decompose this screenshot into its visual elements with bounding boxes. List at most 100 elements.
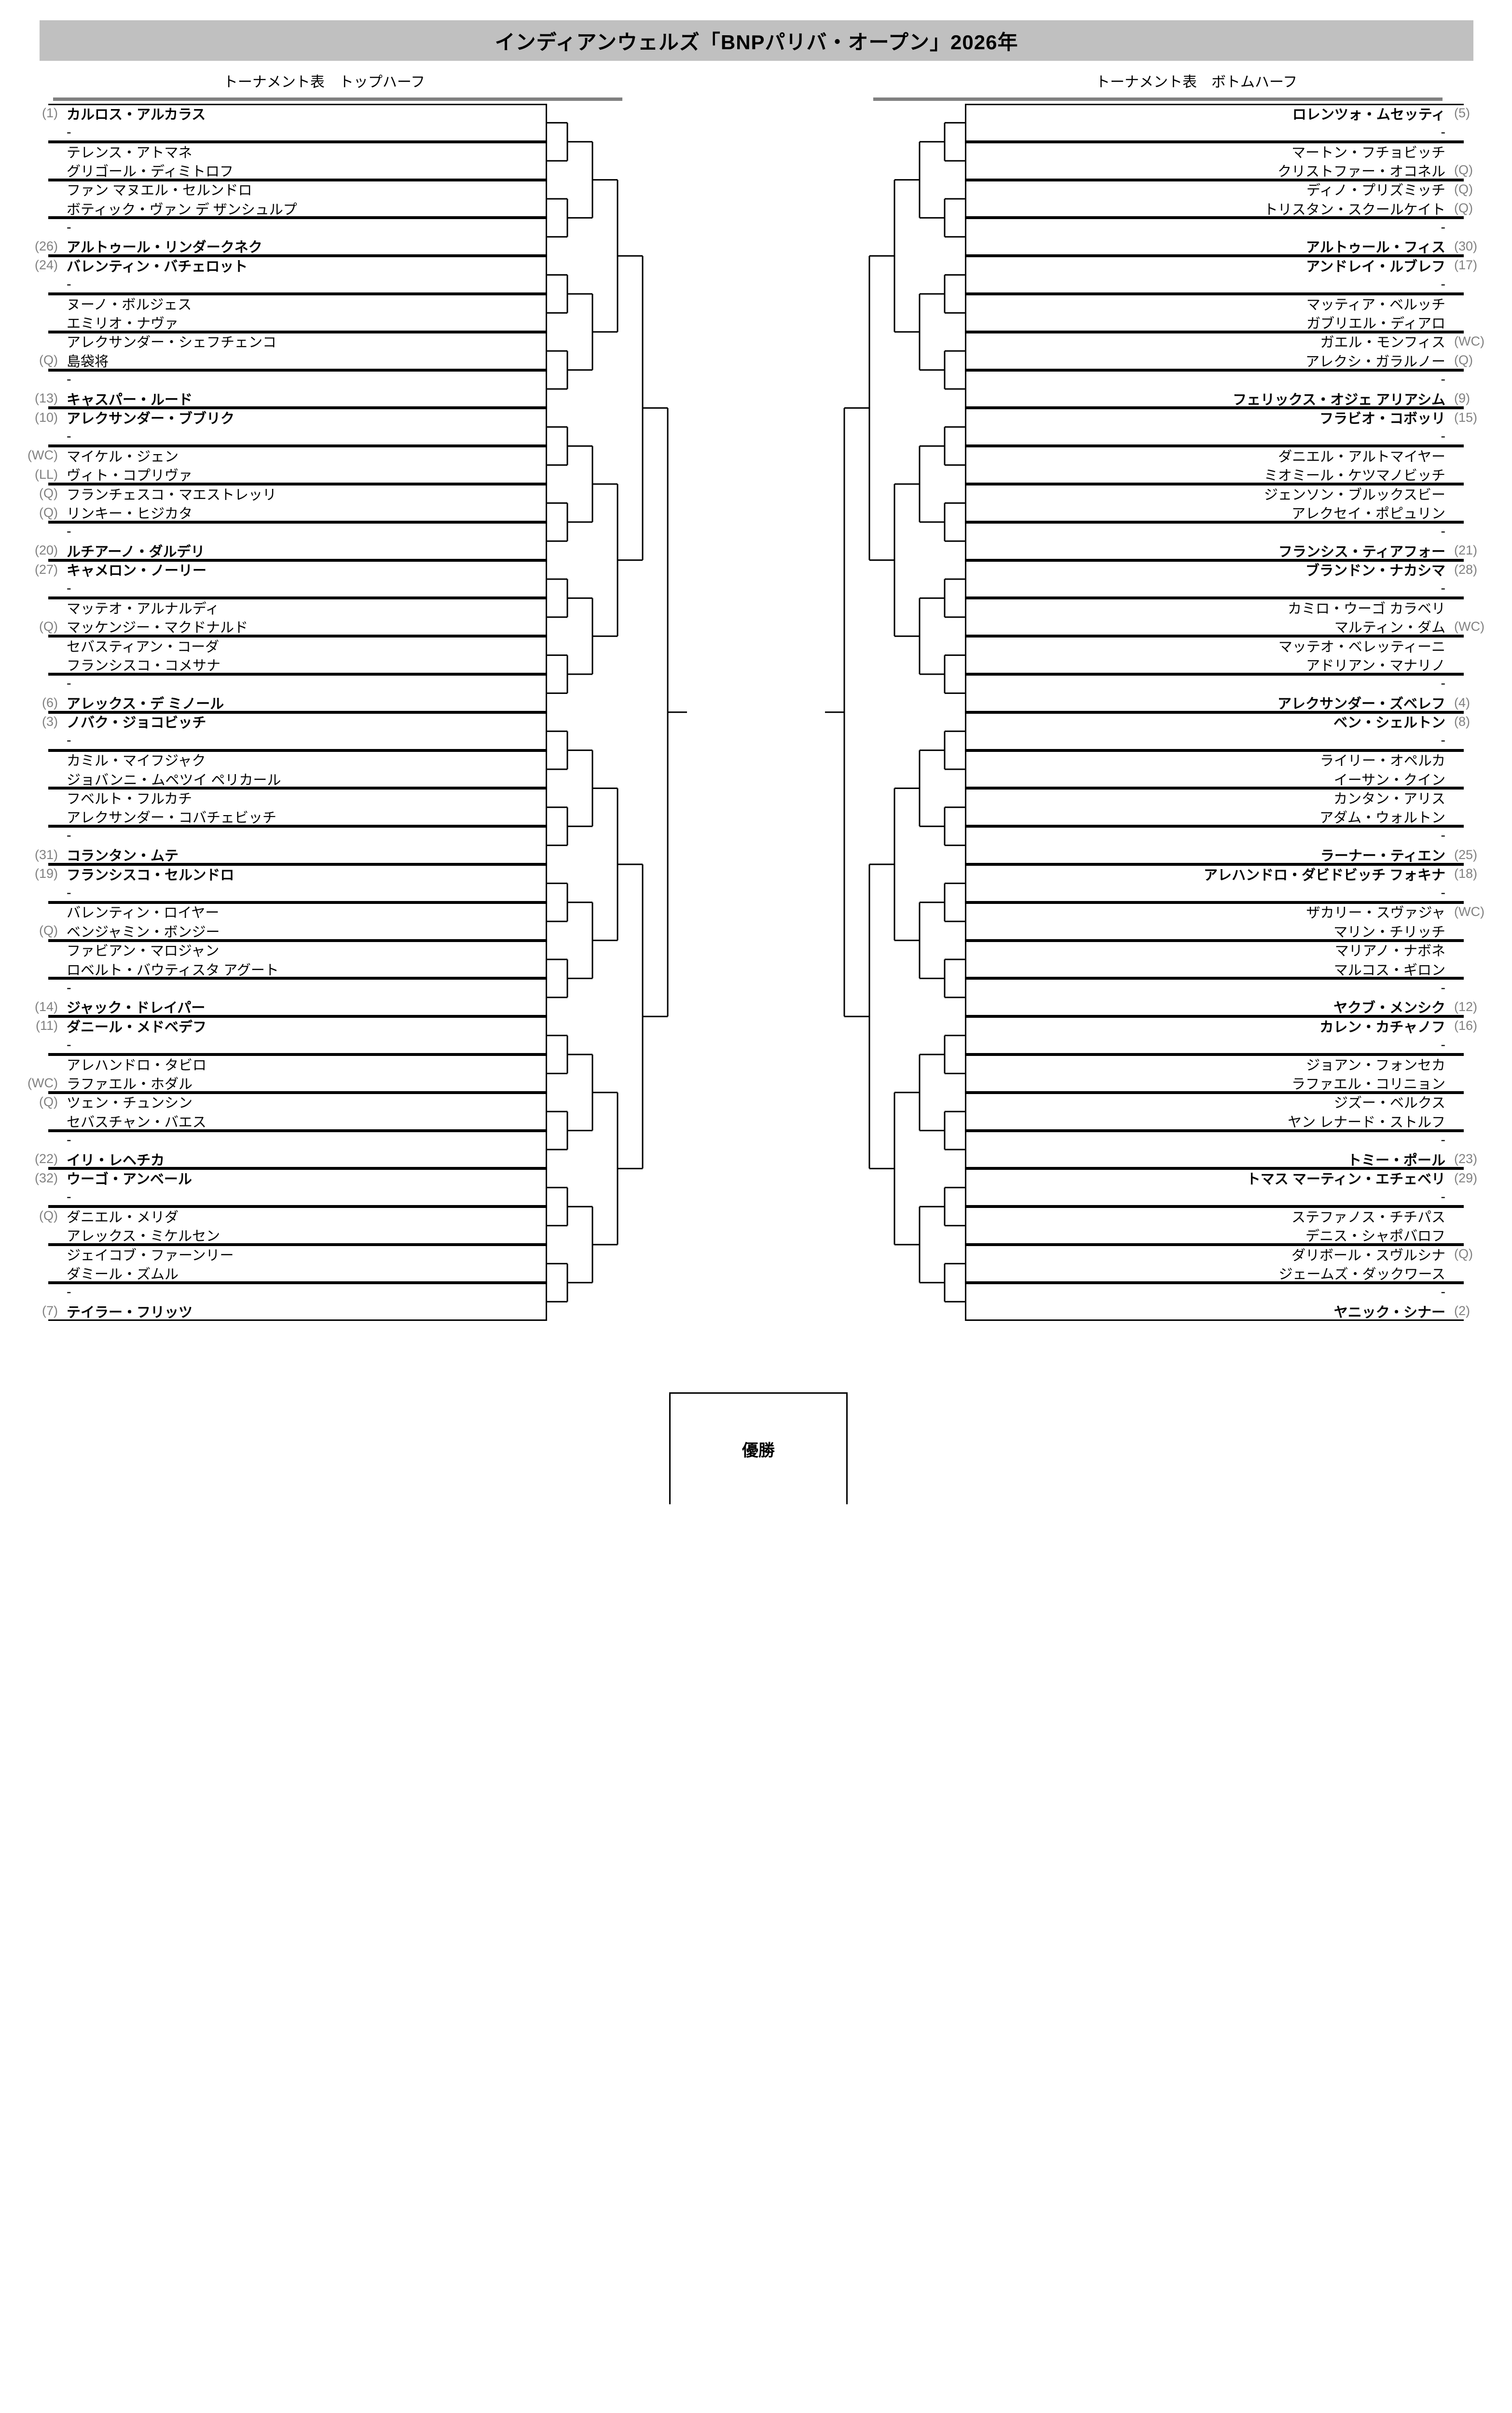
match-box[interactable]: (32)ウーゴ・アンベール- [0,1168,656,1207]
player-row[interactable]: ダニエル・アルトマイヤー [856,446,1512,465]
player-row[interactable]: ジョアン・フォンセカ [856,1054,1512,1073]
player-row[interactable]: イーサン・クイン [856,769,1512,788]
player-row[interactable]: - [0,674,656,693]
player-row[interactable]: (4)アレクサンダー・ズベレフ [856,693,1512,712]
player-row[interactable]: - [0,1283,656,1302]
match-box[interactable]: -(23)トミー・ポール [856,1130,1512,1169]
match-box[interactable]: ファン マヌエル・セルンドロボティック・ヴァン デ ザンシュルプ [0,180,656,218]
player-row[interactable]: (6)アレックス・デ ミノール [0,693,656,712]
player-row[interactable]: (Q)ダニエル・メリダ [0,1206,656,1225]
player-row[interactable]: - [856,731,1512,750]
player-row[interactable]: - [0,370,656,389]
player-row[interactable]: ヌーノ・ボルジェス [0,294,656,313]
player-row[interactable]: ジョバンニ・ムペツイ ペリカール [0,769,656,788]
player-row[interactable]: - [0,522,656,541]
player-row[interactable]: アドリアン・マナリノ [856,655,1512,674]
player-row[interactable]: ラファエル・コリニョン [856,1073,1512,1092]
player-row[interactable]: (27)キャメロン・ノーリー [0,560,656,579]
player-row[interactable]: - [0,883,656,902]
match-box[interactable]: アレクサンダー・シェフチェンコ(Q)島袋将 [0,332,656,370]
player-row[interactable]: (25)ラーナー・ティエン [856,846,1512,864]
player-row[interactable]: - [0,275,656,294]
player-row[interactable]: (Q)フランチェスコ・マエストレッリ [0,484,656,503]
player-row[interactable]: - [856,522,1512,541]
match-box[interactable]: テレンス・アトマネグリゴール・ディミトロフ [0,141,656,180]
match-box[interactable]: (15)フラビオ・コボッリ- [856,408,1512,446]
match-box[interactable]: -(21)フランシス・ティアフォー [856,522,1512,560]
player-row[interactable]: (7)テイラー・フリッツ [0,1302,656,1320]
match-box[interactable]: ライリー・オペルカイーサン・クイン [856,750,1512,789]
player-row[interactable]: - [856,826,1512,845]
player-row[interactable]: バレンティン・ロイヤー [0,902,656,921]
player-row[interactable]: カンタン・アリス [856,788,1512,807]
player-row[interactable]: (12)ヤクブ・メンシク [856,998,1512,1016]
player-row[interactable]: マリン・チリッチ [856,921,1512,940]
match-box[interactable]: (Q)ダニエル・メリダアレックス・ミケルセン [0,1206,656,1245]
match-box[interactable]: (Q)ツェン・チュンシンセバスチャン・バエス [0,1092,656,1131]
player-row[interactable]: (Q)トリスタン・スクールケイト [856,199,1512,218]
match-box[interactable]: ヌーノ・ボルジェスエミリオ・ナヴァ [0,293,656,332]
match-box[interactable]: (WC)マイケル・ジェン(LL)ヴィト・コプリヴァ [0,446,656,484]
player-row[interactable]: ヤン レナード・ストルフ [856,1111,1512,1130]
match-box[interactable]: マートン・フチョビッチ(Q)クリストファー・オコネル [856,141,1512,180]
match-box[interactable]: マッテオ・アルナルディ(Q)マッケンジー・マクドナルド [0,598,656,637]
match-box[interactable]: マリアノ・ナボネマルコス・ギロン [856,940,1512,979]
player-row[interactable]: - [0,579,656,598]
match-box[interactable]: (WC)ガエル・モンフィス(Q)アレクシ・ガラルノー [856,332,1512,370]
player-row[interactable]: (WC)ガエル・モンフィス [856,332,1512,351]
match-box[interactable]: -(20)ルチアーノ・ダルデリ [0,522,656,560]
player-row[interactable]: - [0,1188,656,1206]
match-box[interactable]: ステファノス・チチパスデニス・シャポバロフ [856,1206,1512,1245]
match-box[interactable]: (Q)ディノ・プリズミッチ(Q)トリスタン・スクールケイト [856,180,1512,218]
player-row[interactable]: アレクサンダー・コバチェビッチ [0,807,656,826]
player-row[interactable]: - [856,218,1512,236]
match-box[interactable]: カンタン・アリスアダム・ウォルトン [856,788,1512,827]
player-row[interactable]: アレクセイ・ポピュリン [856,503,1512,522]
match-box[interactable]: ジョアン・フォンセカラファエル・コリニョン [856,1054,1512,1093]
player-row[interactable]: エミリオ・ナヴァ [0,313,656,332]
player-row[interactable]: (32)ウーゴ・アンベール [0,1168,656,1188]
player-row[interactable]: (Q)ツェン・チュンシン [0,1093,656,1111]
player-row[interactable]: (Q)アレクシ・ガラルノー [856,351,1512,370]
match-box[interactable]: -(9)フェリックス・オジェ アリアシム [856,370,1512,408]
player-row[interactable]: (9)フェリックス・オジェ アリアシム [856,389,1512,408]
match-box[interactable]: (Q)ダリボール・スヴルシナジェームズ・ダックワース [856,1244,1512,1283]
match-box[interactable]: (28)ブランドン・ナカシマ- [856,560,1512,598]
player-row[interactable]: - [856,275,1512,294]
player-row[interactable]: セバスティアン・コーダ [0,636,656,655]
player-row[interactable]: (WC)マイケル・ジェン [0,446,656,465]
match-box[interactable]: (10)アレクサンダー・ブブリク- [0,408,656,446]
player-row[interactable]: (24)バレンティン・バチェロット [0,256,656,275]
player-row[interactable]: マリアノ・ナボネ [856,941,1512,959]
player-row[interactable]: (14)ジャック・ドレイパー [0,998,656,1016]
player-row[interactable]: ジズー・ベルクス [856,1093,1512,1111]
player-row[interactable]: - [856,1131,1512,1150]
match-box[interactable]: -(6)アレックス・デ ミノール [0,674,656,712]
player-row[interactable]: - [0,427,656,446]
player-row[interactable]: - [856,1036,1512,1054]
player-row[interactable]: (Q)ベンジャミン・ボンジー [0,921,656,940]
player-row[interactable]: グリゴール・ディミトロフ [0,161,656,180]
player-row[interactable]: - [0,218,656,236]
match-box[interactable]: ダニエル・アルトマイヤーミオミール・ケツマノビッチ [856,446,1512,484]
match-box[interactable]: カミル・マイフジャクジョバンニ・ムペツイ ペリカール [0,750,656,789]
player-row[interactable]: (13)キャスパー・ルード [0,389,656,408]
player-row[interactable]: ボティック・ヴァン デ ザンシュルプ [0,199,656,218]
player-row[interactable]: (29)トマス マーティン・エチェベリ [856,1168,1512,1188]
match-box[interactable]: -(30)アルトゥール・フィス [856,218,1512,256]
player-row[interactable]: デニス・シャポバロフ [856,1226,1512,1245]
player-row[interactable]: (19)フランシスコ・セルンドロ [0,864,656,883]
match-box[interactable]: (16)カレン・カチャノフ- [856,1016,1512,1054]
player-row[interactable]: (17)アンドレイ・ルブレフ [856,256,1512,275]
player-row[interactable]: (Q)リンキー・ヒジカタ [0,503,656,522]
player-row[interactable]: セバスチャン・バエス [0,1111,656,1130]
player-row[interactable]: (2)ヤニック・シナー [856,1302,1512,1320]
player-row[interactable]: ファン マヌエル・セルンドロ [0,180,656,199]
player-row[interactable]: (23)トミー・ポール [856,1150,1512,1168]
player-row[interactable]: (WC)マルティン・ダム [856,617,1512,636]
match-box[interactable]: (Q)フランチェスコ・マエストレッリ(Q)リンキー・ヒジカタ [0,484,656,522]
player-row[interactable]: - [0,731,656,750]
player-row[interactable]: フベルト・フルカチ [0,788,656,807]
player-row[interactable]: (WC)ラファエル・ホダル [0,1073,656,1093]
match-box[interactable]: ジェイコブ・ファーンリーダミール・ズムル [0,1244,656,1283]
